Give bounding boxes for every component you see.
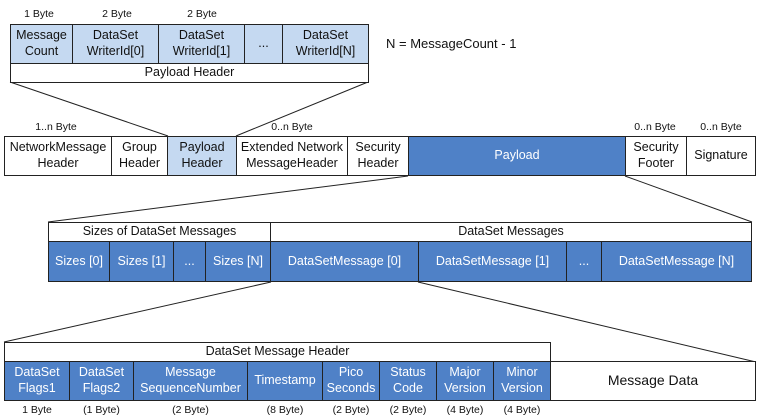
sizes-of-dataset-messages-title: Sizes of DataSet Messages [48, 222, 271, 242]
dataset-message-header-title: DataSet Message Header [4, 342, 551, 362]
field-ellipsis: ... [244, 24, 283, 64]
field-minor-version: Minor Version [493, 361, 551, 401]
size-label: (4 Byte) [446, 404, 484, 416]
field-payload-header: Payload Header [167, 136, 237, 176]
field-dataset-flags1: DataSet Flags1 [4, 361, 70, 401]
size-label: 0..n Byte [700, 121, 742, 133]
field-status-code: Status Code [379, 361, 437, 401]
field-sizes-ellipsis: ... [173, 241, 206, 282]
message-count-equation: N = MessageCount - 1 [386, 36, 517, 51]
size-label: 2 Byte [102, 8, 132, 20]
size-label: (4 Byte) [503, 404, 541, 416]
field-message-count: Message Count [10, 24, 73, 64]
size-label: 0..n Byte [634, 121, 676, 133]
field-payload: Payload [408, 136, 626, 176]
field-security-header: Security Header [347, 136, 409, 176]
field-datasetmessage-1: DataSetMessage [1] [418, 241, 567, 282]
field-sizes-1: Sizes [1] [109, 241, 174, 282]
field-dataset-flags2: DataSet Flags2 [69, 361, 134, 401]
size-label: 1..n Byte [35, 121, 77, 133]
size-label: 1 Byte [22, 404, 52, 416]
field-datasetmessage-0: DataSetMessage [0] [270, 241, 419, 282]
size-label: (2 Byte) [172, 404, 209, 416]
field-security-footer: Security Footer [625, 136, 687, 176]
field-sizes-n: Sizes [N] [205, 241, 271, 282]
size-label: (8 Byte) [266, 404, 304, 416]
field-dataset-writerid-1: DataSet WriterId[1] [158, 24, 245, 64]
connector-line [3, 281, 272, 343]
size-label: (2 Byte) [332, 404, 370, 416]
field-datasetmessage-ellipsis: ... [566, 241, 602, 282]
dataset-messages-title: DataSet Messages [270, 222, 752, 242]
field-message-sequencenumber: Message SequenceNumber [133, 361, 248, 401]
payload-header-title: Payload Header [10, 63, 369, 83]
field-sizes-0: Sizes [0] [48, 241, 110, 282]
field-dataset-writerid-n: DataSet WriterId[N] [282, 24, 369, 64]
field-networkmessage-header: NetworkMessage Header [4, 136, 112, 176]
field-datasetmessage-n: DataSetMessage [N] [601, 241, 752, 282]
field-major-version: Major Version [436, 361, 494, 401]
field-dataset-writerid-0: DataSet WriterId[0] [72, 24, 159, 64]
field-extended-network-messageheader: Extended Network MessageHeader [236, 136, 348, 176]
connector-line [47, 175, 409, 223]
field-timestamp: Timestamp [247, 361, 323, 401]
size-label: 1 Byte [24, 8, 54, 20]
field-message-data: Message Data [550, 361, 756, 401]
field-signature: Signature [686, 136, 756, 176]
connector-line [624, 175, 753, 223]
size-label: (2 Byte) [389, 404, 427, 416]
size-label: (1 Byte) [83, 404, 120, 416]
field-group-header: Group Header [111, 136, 168, 176]
field-pico-seconds: Pico Seconds [322, 361, 380, 401]
size-label: 0..n Byte [271, 121, 313, 133]
size-label: 2 Byte [187, 8, 217, 20]
